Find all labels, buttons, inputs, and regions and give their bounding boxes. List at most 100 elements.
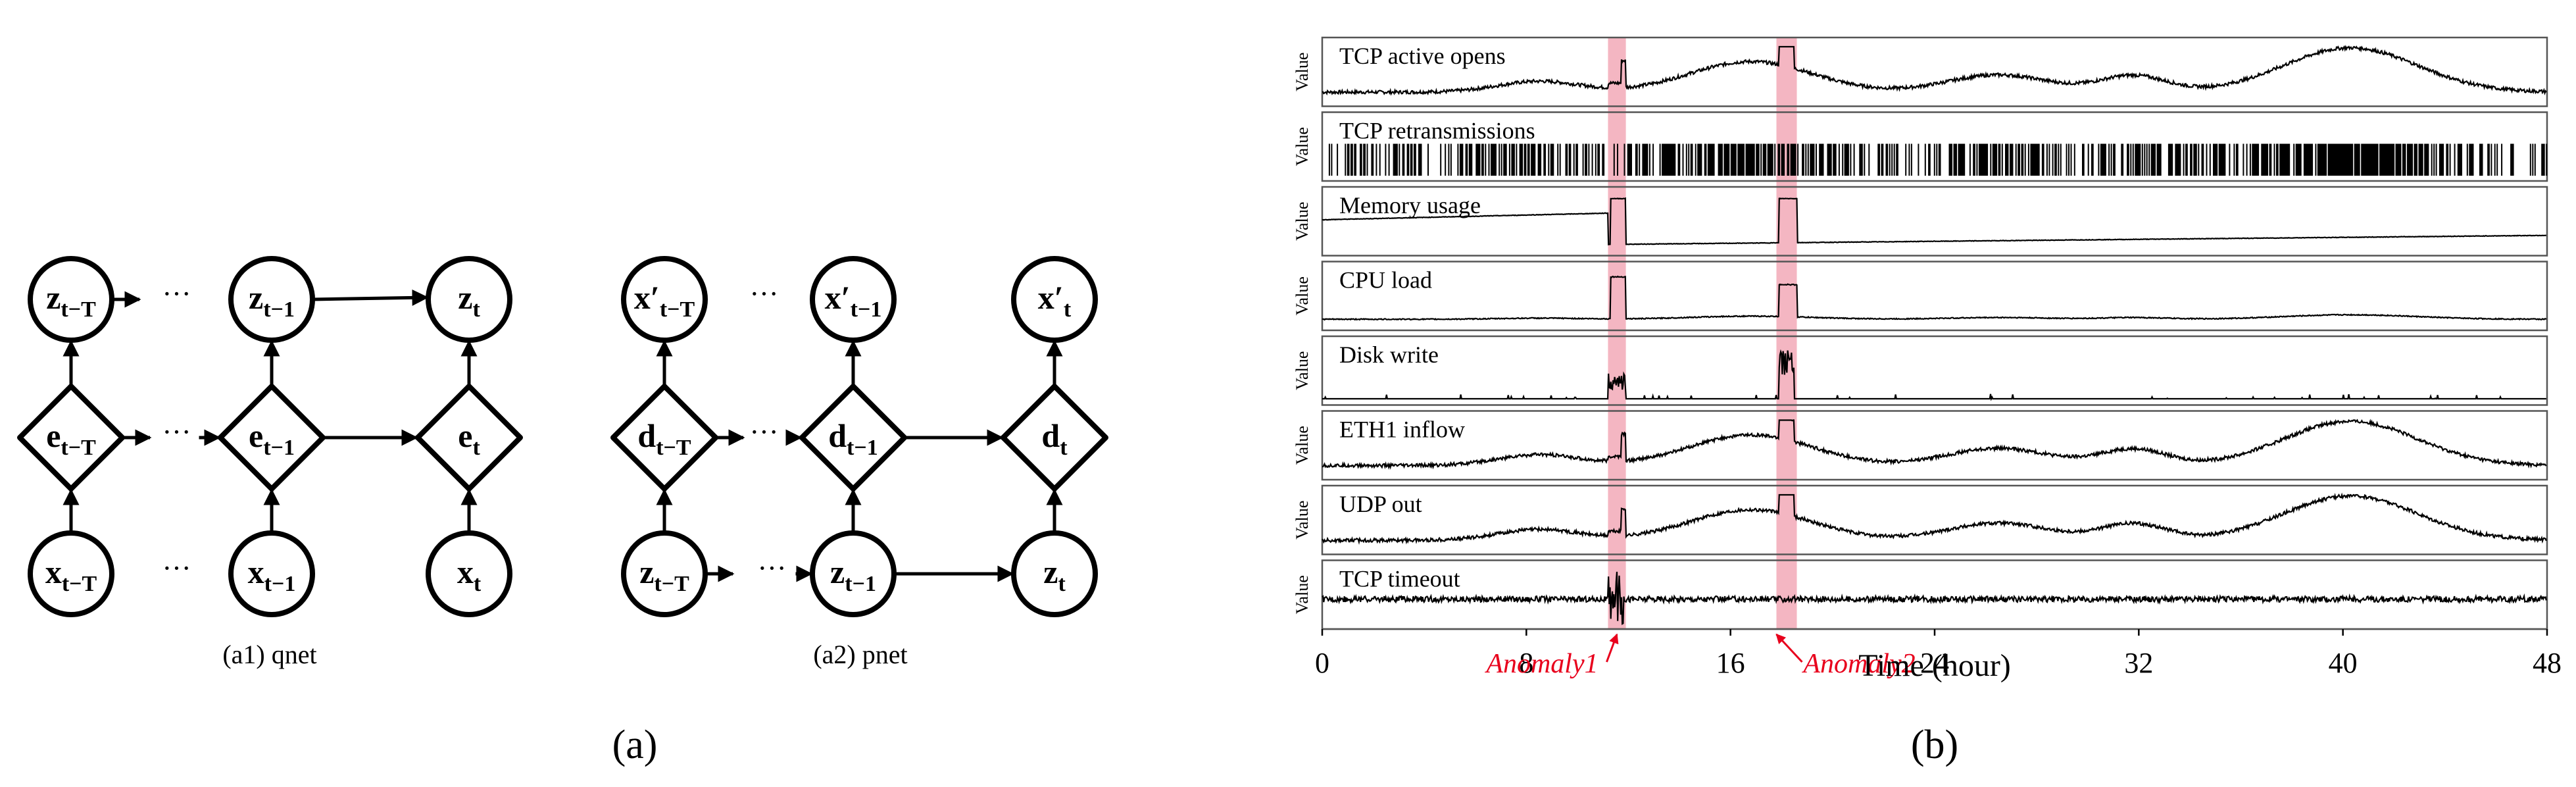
anomaly-band-1 [1608,38,1626,629]
pnet-node-mid-0: dt−T [610,384,718,492]
qnet-node-top-label: zt [458,279,480,322]
y-axis-label: Value [1293,575,1312,614]
metric-row-2: Value Memory usage [1293,186,2548,257]
anomaly-label-2: Anomaly2 [1801,649,1915,679]
row-frame [1321,410,2548,481]
metric-label: Memory usage [1339,192,1481,218]
pnet-ellipsis-top: ··· [750,278,779,310]
row-frame [1321,186,2548,257]
metric-label: ETH1 inflow [1339,417,1465,443]
metric-row-4: Value Disk write [1293,335,2548,406]
qnet-node-mid-0: et−T [17,384,125,492]
y-axis-label: Value [1293,501,1312,540]
series-disk-write [1322,349,2546,401]
metric-label: CPU load [1339,267,1432,293]
qnet-ellipsis-bottom: ··· [162,552,191,584]
row-frame [1321,36,2548,107]
anomaly-arrow-2 [1775,633,1803,663]
x-tick-label: 0 [1315,647,1329,679]
qnet-node-mid-label: et [458,417,480,460]
qnet-node-top-0: zt−T [28,256,114,343]
panel-a-label: (a) [612,723,658,767]
pnet-node-top-label: x′t−T [634,279,695,322]
pnet-node-bottom-label: zt−T [639,553,689,596]
qnet-ellipsis-mid: ··· [162,416,191,448]
series-eth1-inflow [1322,419,2547,470]
x-tick-label: 8 [1519,647,1533,679]
qnet-node-bottom-2: xt [426,530,512,617]
x-axis-label: Time (hour) [1858,648,2011,683]
metric-label: TCP timeout [1339,566,1460,592]
series-tcp-timeout [1322,571,2547,625]
qnet-node-mid-label: et−T [46,417,96,460]
metric-label: TCP active opens [1339,43,1506,69]
metric-row-1: Value TCP retransmissions [1293,111,2548,182]
anomaly-label-1: Anomaly1 [1484,649,1598,679]
series-memory-usage [1322,197,2546,245]
pnet-node-mid-2: dt [1001,384,1108,492]
qnet-node-top-label: zt−T [46,279,96,322]
row-frame [1321,335,2548,406]
series-tcp-active-opens [1322,45,2547,96]
metric-row-3: Value CPU load [1293,261,2548,332]
qnet-node-bottom-0: xt−T [28,530,114,617]
y-axis-label: Value [1293,127,1312,166]
pnet-ellipsis-mid: ··· [750,416,779,448]
anomaly-band-2 [1776,38,1797,629]
qnet-node-bottom-label: xt [457,553,482,596]
x-tick-label: 32 [2124,647,2153,679]
row-frame [1321,261,2548,332]
y-axis-label: Value [1293,276,1312,315]
qnet-node-bottom-label: xt−1 [248,553,296,596]
series-udp-out [1322,492,2547,545]
qnet-node-top-1: zt−1 [228,256,315,343]
pnet-node-top-label: x′t−1 [825,279,882,322]
qnet-node-top-2: zt [426,256,512,343]
qnet-node-bottom-label: xt−T [45,553,97,596]
pnet-node-mid-label: dt [1041,417,1068,460]
qnet-caption: (a1) qnet [222,640,316,669]
qnet-node-bottom-1: xt−1 [228,530,315,617]
qnet-node-mid-1: et−1 [218,384,326,492]
series-tcp-retransmissions [1328,143,2548,176]
graph-nodes: zt−T et−T xt−T zt−1 et−1 xt−1 zt et xt x′t−T dt−T z… [17,256,1108,617]
row-frame [1321,559,2548,630]
y-axis-label: Value [1293,202,1312,241]
metric-row-6: Value UDP out [1293,484,2548,555]
row-frame [1321,484,2548,555]
qnet-edge-top-c [312,289,429,306]
y-axis-label: Value [1293,426,1312,465]
pnet-node-bottom-label: zt [1043,553,1066,596]
x-tick-label: 48 [2533,647,2562,679]
qnet-node-mid-2: et [415,384,523,492]
metric-label: Disk write [1339,342,1439,368]
pnet-ellipsis-bottom: ··· [758,552,787,584]
qnet-node-mid-label: et−1 [249,417,295,460]
pnet-node-mid-1: dt−1 [799,384,907,492]
pnet-node-mid-label: dt−T [637,417,691,460]
metric-row-7: Value TCP timeout [1293,559,2548,630]
qnet-ellipsis-top: ··· [162,278,191,310]
series-cpu-load [1322,275,2547,321]
x-tick-label: 16 [1716,647,1745,679]
pnet-node-bottom-label: zt−1 [830,553,876,596]
metric-row-5: Value ETH1 inflow [1293,410,2548,481]
x-tick-label: 24 [1920,647,1949,679]
qnet-node-top-label: zt−1 [249,279,295,322]
panel-a-diagrams: ··· ··· ··· ··· ··· ··· zt−T et−T xt−T zt−1 et−1 x… [17,256,1108,767]
y-axis-label: Value [1293,351,1312,390]
pnet-caption: (a2) pnet [813,640,907,669]
pnet-node-bottom-1: zt−1 [810,530,897,617]
metric-label: TCP retransmissions [1339,118,1535,144]
metric-label: UDP out [1339,491,1422,517]
pnet-node-top-2: x′t [1011,256,1098,343]
pnet-node-bottom-0: zt−T [621,530,708,617]
anomaly-bands [1608,38,1797,629]
pnet-node-bottom-2: zt [1011,530,1098,617]
pnet-node-top-label: x′t [1038,279,1072,322]
